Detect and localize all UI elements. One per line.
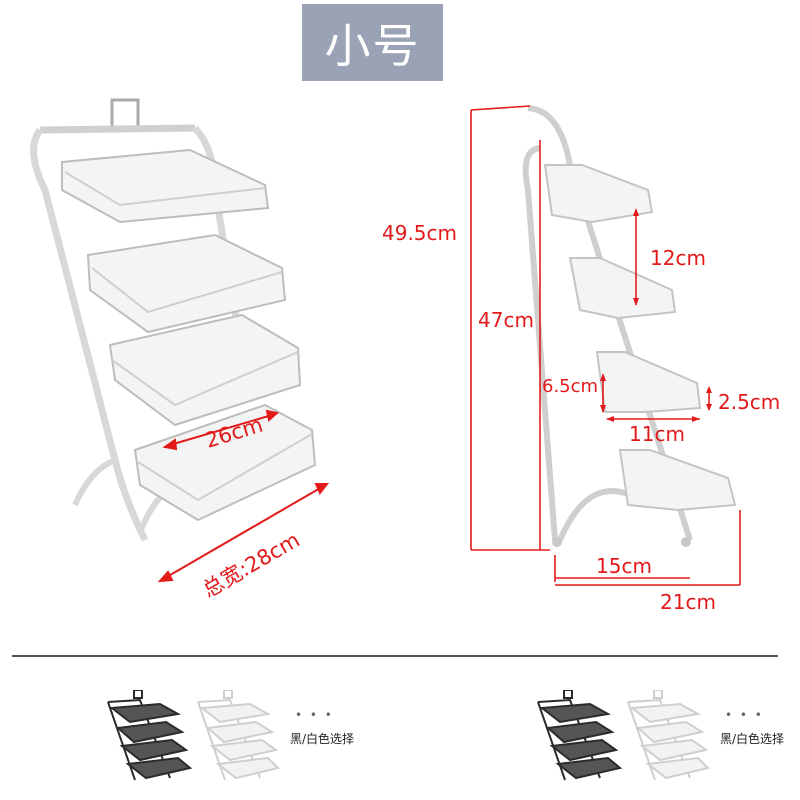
shelf-front-height-label: 2.5cm <box>718 390 780 414</box>
shelf-depth-label: 11cm <box>629 422 685 446</box>
side-dimension-arrowheads <box>600 208 712 422</box>
color-option-group-right: • • • 黑/白色选择 <box>530 690 784 790</box>
base-depth-label: 15cm <box>596 554 652 578</box>
section-divider <box>12 655 778 657</box>
frame-height-label: 47cm <box>478 308 534 332</box>
option-dots-alt: • • • <box>725 708 764 722</box>
color-choice-label: 黑/白色选择 <box>290 732 355 746</box>
shelf-spacing-label: 12cm <box>650 246 706 270</box>
black-and-white-rack-thumbnails-alt <box>537 690 710 781</box>
white-rack-thumbnail-alt <box>627 690 710 781</box>
white-rack-thumbnail <box>197 690 280 781</box>
black-rack-thumbnail <box>107 690 193 781</box>
color-option-group-left: • • • 黑/白色选择 <box>100 690 354 790</box>
option-dots: • • • <box>295 708 334 722</box>
size-title: 小号 <box>324 18 421 73</box>
total-width-label: 总宽:28cm <box>199 528 304 603</box>
side-dimension-lines <box>470 105 741 586</box>
black-rack-thumbnail-alt <box>537 690 623 781</box>
shelf-back-height-label: 6.5cm <box>542 376 598 397</box>
side-shelf-baskets <box>543 164 737 512</box>
side-feet <box>552 537 691 547</box>
front-shelf-baskets <box>61 148 317 522</box>
black-and-white-rack-thumbnails <box>107 690 280 781</box>
total-depth-label: 21cm <box>660 590 716 614</box>
front-dimension-lines <box>157 409 330 583</box>
size-title-badge: 小号 <box>302 4 443 81</box>
total-height-label: 49.5cm <box>382 221 457 245</box>
color-choice-label-alt: 黑/白色选择 <box>720 732 785 746</box>
